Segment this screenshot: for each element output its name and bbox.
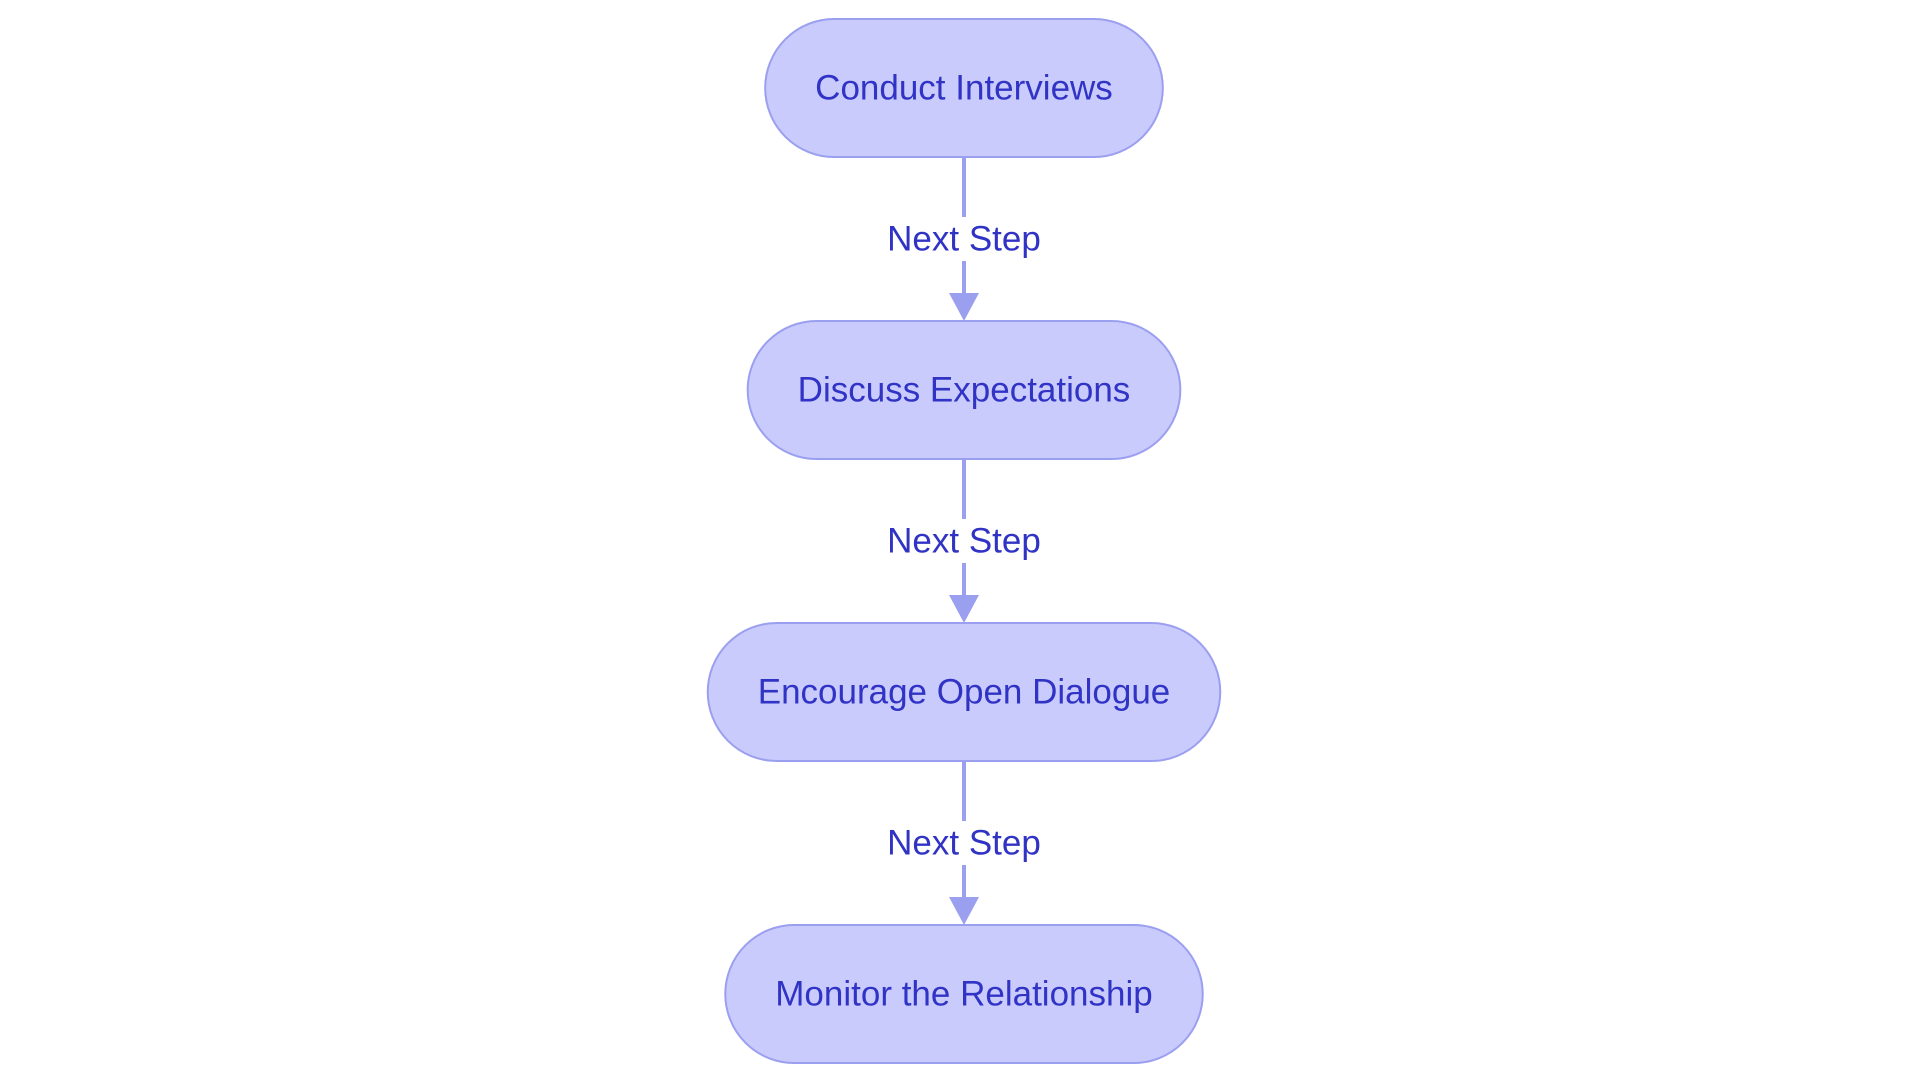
- flow-node: Discuss Expectations: [746, 320, 1182, 460]
- arrowhead-icon: [949, 293, 979, 321]
- flow-node: Conduct Interviews: [764, 18, 1164, 158]
- flow-node-label: Encourage Open Dialogue: [758, 673, 1171, 712]
- flow-node-shape: [706, 622, 1222, 762]
- flow-node: Encourage Open Dialogue: [706, 622, 1222, 762]
- flow-node-shape: [764, 18, 1164, 158]
- edge-label-background: [883, 519, 1045, 563]
- flow-node-shape: [724, 924, 1204, 1064]
- flow-node: Monitor the Relationship: [724, 924, 1204, 1064]
- edge-label: Next Step: [887, 522, 1041, 561]
- edge-label: Next Step: [887, 220, 1041, 259]
- edge-label-background: [883, 217, 1045, 261]
- flow-node-label: Monitor the Relationship: [775, 975, 1152, 1014]
- flow-edge: Next Step: [883, 157, 1045, 321]
- flow-node-label: Conduct Interviews: [815, 69, 1113, 108]
- flow-edge: Next Step: [883, 761, 1045, 925]
- edge-label-background: [883, 821, 1045, 865]
- flow-edge: Next Step: [883, 459, 1045, 623]
- arrowhead-icon: [949, 595, 979, 623]
- flow-node-label: Discuss Expectations: [798, 371, 1131, 410]
- edge-label: Next Step: [887, 824, 1041, 863]
- flow-node-shape: [746, 320, 1182, 460]
- arrowhead-icon: [949, 897, 979, 925]
